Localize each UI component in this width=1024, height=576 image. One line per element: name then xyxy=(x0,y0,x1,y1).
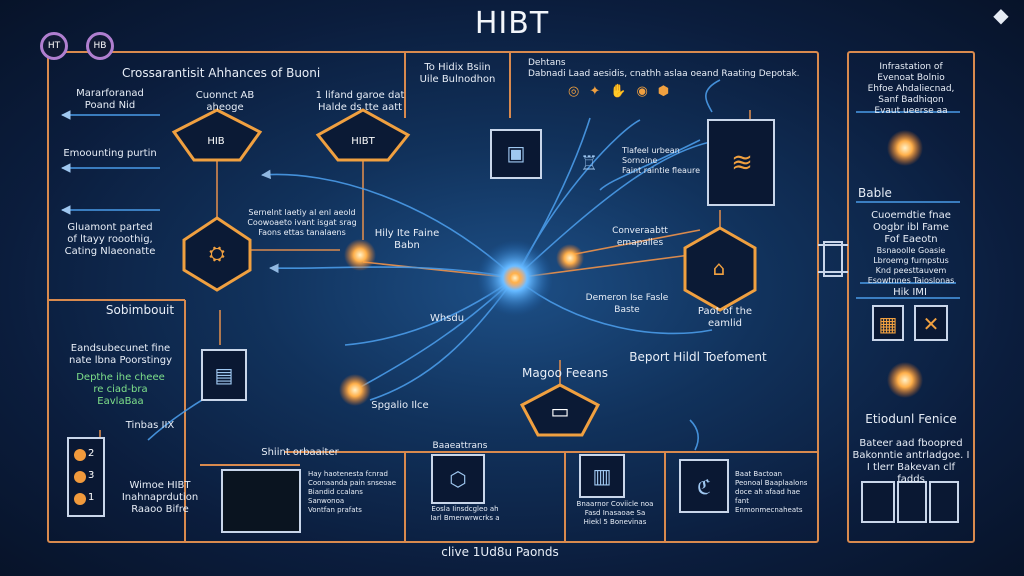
left-frame xyxy=(47,51,819,543)
step-number-1: 2 xyxy=(88,448,95,459)
corner-diamond-icon[interactable]: ◆ xyxy=(993,3,1009,27)
document-icon[interactable]: ▣ xyxy=(506,141,526,165)
label-tlafeel: Tlafeel urbean Sornoine Faint raintie fl… xyxy=(622,146,701,175)
hand-icon[interactable]: ✋ xyxy=(610,84,637,99)
left-item-2: Emoounting purtin xyxy=(63,148,157,159)
label-paot: Paot of the eamlid xyxy=(697,306,753,329)
label-magoo: Magoo Feeans xyxy=(521,366,609,380)
trophy-icon[interactable]: ⌂ xyxy=(712,256,726,280)
cpu-icon[interactable]: ⬡ xyxy=(449,467,467,491)
network-icon[interactable]: ≋ xyxy=(731,148,753,178)
label-demeron: Demeron Ise Fasle Baste xyxy=(585,293,669,315)
bars-icon[interactable]: ▥ xyxy=(592,464,612,488)
icon-row: ◎✦✋◉⬢ xyxy=(568,84,698,102)
hex-left-mid xyxy=(182,216,252,292)
page-title: HIBT xyxy=(474,6,550,41)
left-item-6: Depthe ihe cheee re ciad-bra EavlaBaa xyxy=(76,372,165,407)
label-beport: Beport Hildl Toefoment xyxy=(629,350,767,364)
label-hidde: 1 lifand garoe dat Halde ds tte aatt xyxy=(315,90,405,113)
wallet-icon[interactable]: ▤ xyxy=(214,363,234,387)
left-item-5: Eandsubecunet fine nate lbna Poorstingy xyxy=(68,343,173,366)
grid-icon[interactable]: ▦ xyxy=(878,312,898,336)
label-baat-bactoan: Baat Bactoan Peonoal Baaplaalons doce ah… xyxy=(735,470,808,514)
label-connect: Cuonnct AB aheoge xyxy=(195,90,255,113)
glow-nodes xyxy=(339,130,923,406)
label-eosla: Eosla Iinsdcgleo ah Iarl Bmenwrwcrks a xyxy=(430,505,500,522)
label-hily: Hily Ite Faine Babn xyxy=(374,228,440,251)
left-item-4: Sobimbouit xyxy=(105,303,175,317)
bridge-connector xyxy=(818,241,848,277)
hex-label-hib[interactable]: HIB xyxy=(207,136,225,147)
left-item-1: Mararforanad Poand Nid xyxy=(76,88,144,111)
right-item-2: Bable xyxy=(858,186,892,200)
label-dehtans: Dehtans Dabnadi Laad aesidis, cnathh asl… xyxy=(528,58,800,79)
idea-icon[interactable]: ✦ xyxy=(589,84,611,99)
globe-icon[interactable]: ◉ xyxy=(636,84,658,99)
lock-icon[interactable]: ◎ xyxy=(568,84,590,99)
hex-bottom xyxy=(519,383,601,437)
left-panel-heading: Crossarantisit Ahhances of Buoni xyxy=(122,66,321,80)
label-spgalio: Spgalio Ilce xyxy=(371,400,429,411)
left-arrows xyxy=(61,110,160,215)
shield-icon[interactable]: ⬢ xyxy=(657,84,680,99)
right-arrows xyxy=(856,111,960,299)
footer-caption: clive 1Ud8u Paonds xyxy=(441,545,559,559)
right-item-3: Cuoemdtie fnae Oogbr ibl Fame Fof Eaeotn xyxy=(871,210,951,245)
hex-right-mid xyxy=(683,226,757,312)
right-frame xyxy=(847,51,975,543)
left-item-7: Tinbas IIX xyxy=(125,420,175,431)
hex-hib xyxy=(171,108,263,162)
step-number-2: 3 xyxy=(88,470,95,481)
label-to-hidix: To Hidix Bsiin Uile Bulnodhon xyxy=(419,62,496,85)
left-item-9: Shiint orbaaiter xyxy=(261,447,339,458)
icon-boxes xyxy=(67,119,959,533)
left-item-3: Gluamont parted of ltayy rooothig, Catin… xyxy=(64,222,156,257)
hub-icon[interactable]: ⛭ xyxy=(209,241,225,265)
cross-icon[interactable]: ✕ xyxy=(922,312,940,336)
right-item-1: Infrastation of Evenoat Bolnio Ehfoe Ahd… xyxy=(867,62,955,116)
hex-nodes xyxy=(171,108,757,437)
chat-icon[interactable]: ▭ xyxy=(550,399,570,423)
step-dot-3 xyxy=(74,493,86,505)
label-hay-haotenesta: Hay haotenesta fcnrad Coonaanda pain sns… xyxy=(308,470,397,514)
label-sernelnt: Sernelnt laetiy al enl aeold Coowoaeto i… xyxy=(247,208,357,237)
lantern-icon[interactable]: ♖ xyxy=(580,151,598,175)
right-item-4: Bsnaoolle Goasie Lbroemg furnpstus Knd p… xyxy=(867,246,955,285)
label-converaabtt: Converaabtt emapalles xyxy=(612,226,668,248)
right-item-7: Bateer aad fboopred Bakonntie antrladgoe… xyxy=(852,438,970,485)
step-number-3: 1 xyxy=(88,492,95,503)
step-dot-2 xyxy=(74,471,86,483)
logo-right[interactable]: HB xyxy=(86,32,114,60)
hex-hibt xyxy=(315,108,411,162)
step-dot-1 xyxy=(74,449,86,461)
hex-label-hibt[interactable]: HIBT xyxy=(351,136,375,147)
left-item-8: Wimoe HIBT Inahnaprdution Raaoo Bifre xyxy=(121,480,199,515)
right-item-6: Etiodunl Fenice xyxy=(865,412,957,426)
label-whsdu: Whsdu xyxy=(429,313,465,324)
label-baaeattrans: Baaeattrans xyxy=(432,441,488,451)
logo-left[interactable]: HT xyxy=(40,32,68,60)
right-item-5: Hik IMI xyxy=(893,287,927,298)
coin-icon[interactable]: ℭ xyxy=(696,475,712,499)
label-bnaarnor: Bnaarnor Coviicle noa Fasd Inasaoae Sa H… xyxy=(576,500,654,526)
